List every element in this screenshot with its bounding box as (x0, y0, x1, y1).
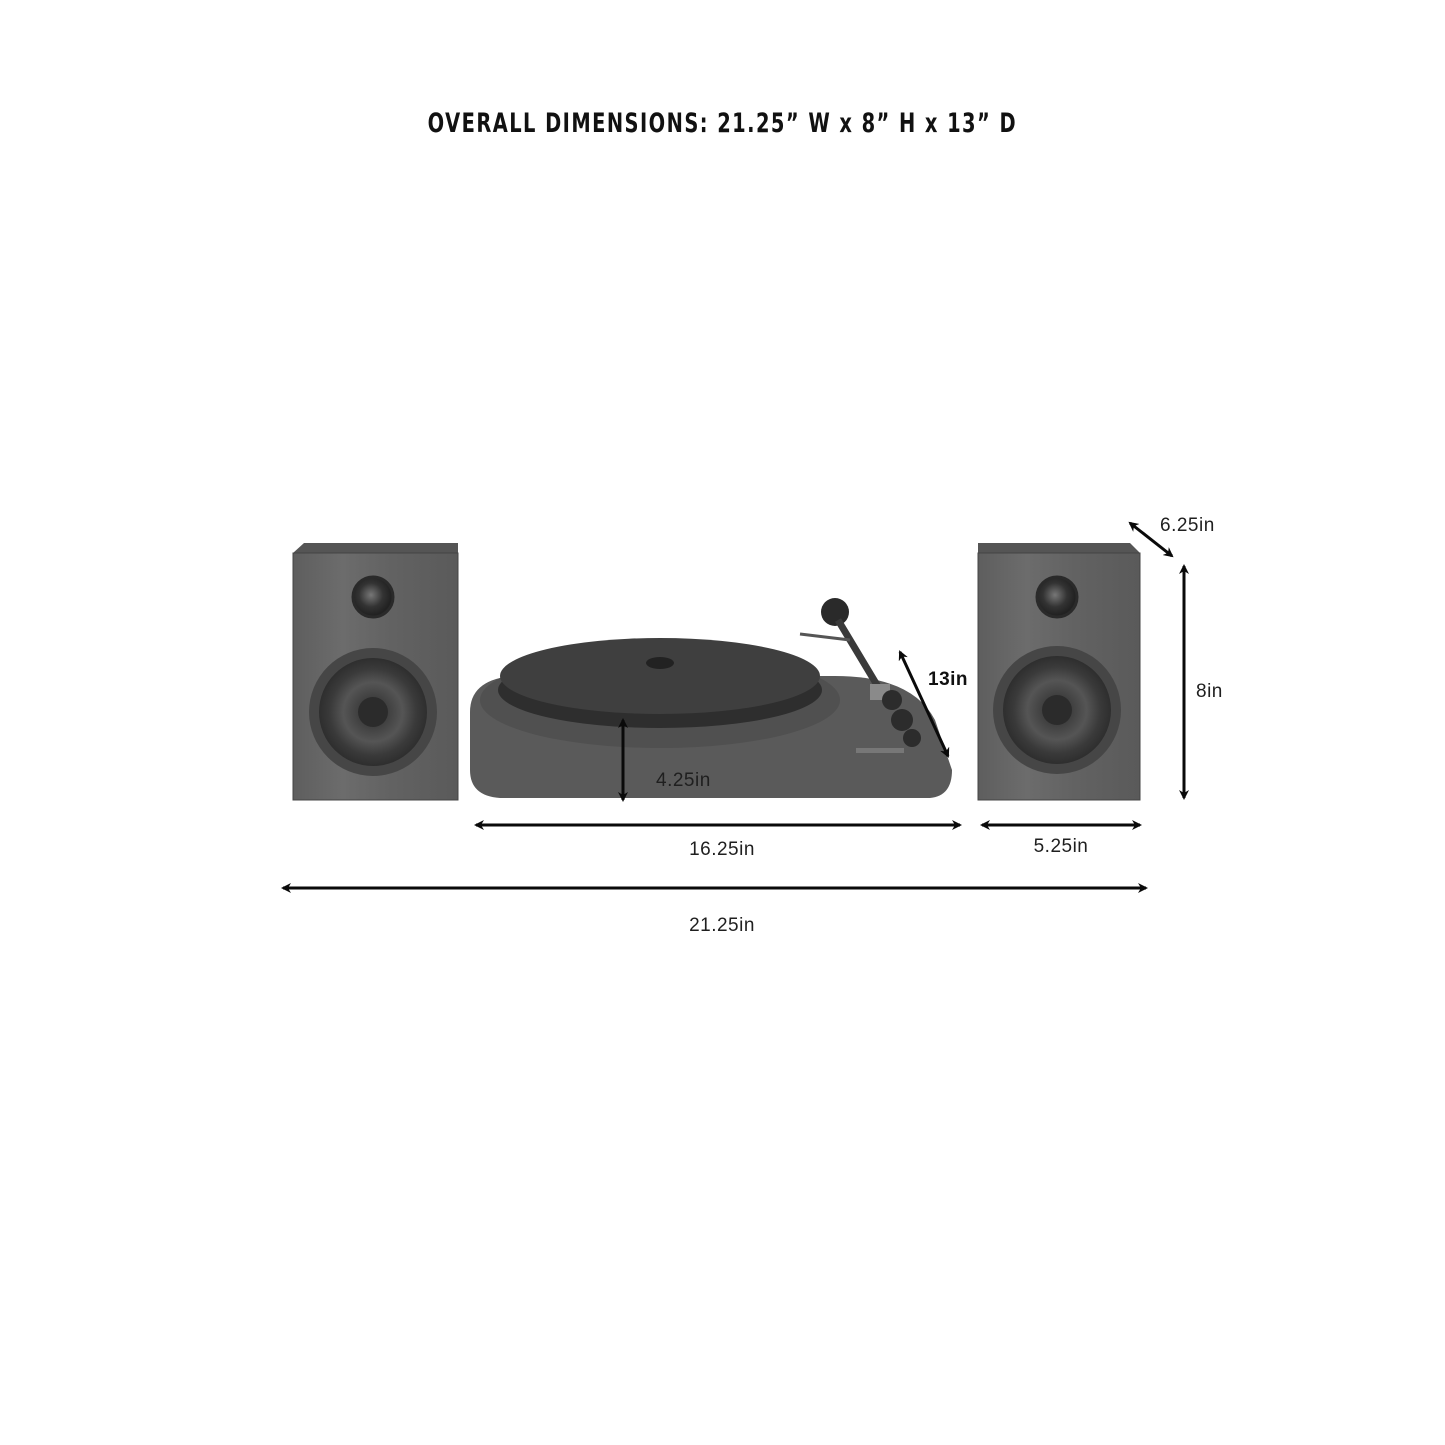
volume-knob (891, 709, 913, 731)
brand-plate (856, 748, 904, 753)
input-knob (903, 729, 921, 747)
tonearm (834, 618, 884, 692)
right-tweeter (1035, 575, 1079, 619)
platter-mat (500, 638, 820, 714)
speaker-height-label: 8in (1196, 681, 1223, 702)
overall-dimensions-title: OVERALL DIMENSIONS: 21.25” W x 8” H x 13… (427, 108, 1018, 139)
spindle-adapter (646, 657, 674, 669)
turntable-width-label: 16.25in (689, 839, 755, 860)
speed-knob (882, 690, 902, 710)
turntable-depth-arrow (898, 650, 950, 758)
left-tweeter (351, 575, 395, 619)
turntable-depth-label: 13in (928, 669, 968, 690)
speaker-depth-arrow (1128, 521, 1174, 558)
tonearm-counterweight (821, 598, 849, 626)
overall-width-label: 21.25in (689, 915, 755, 936)
speaker-depth-label: 6.25in (1160, 515, 1215, 536)
speaker-width-label: 5.25in (1034, 836, 1089, 857)
right-woofer-dustcap (1042, 695, 1072, 725)
left-speaker (292, 543, 459, 801)
left-woofer-dustcap (358, 697, 388, 727)
tonearm-rest (799, 632, 851, 642)
right-speaker (977, 543, 1141, 801)
turntable-height-label: 4.25in (656, 770, 711, 791)
turntable (470, 598, 952, 798)
